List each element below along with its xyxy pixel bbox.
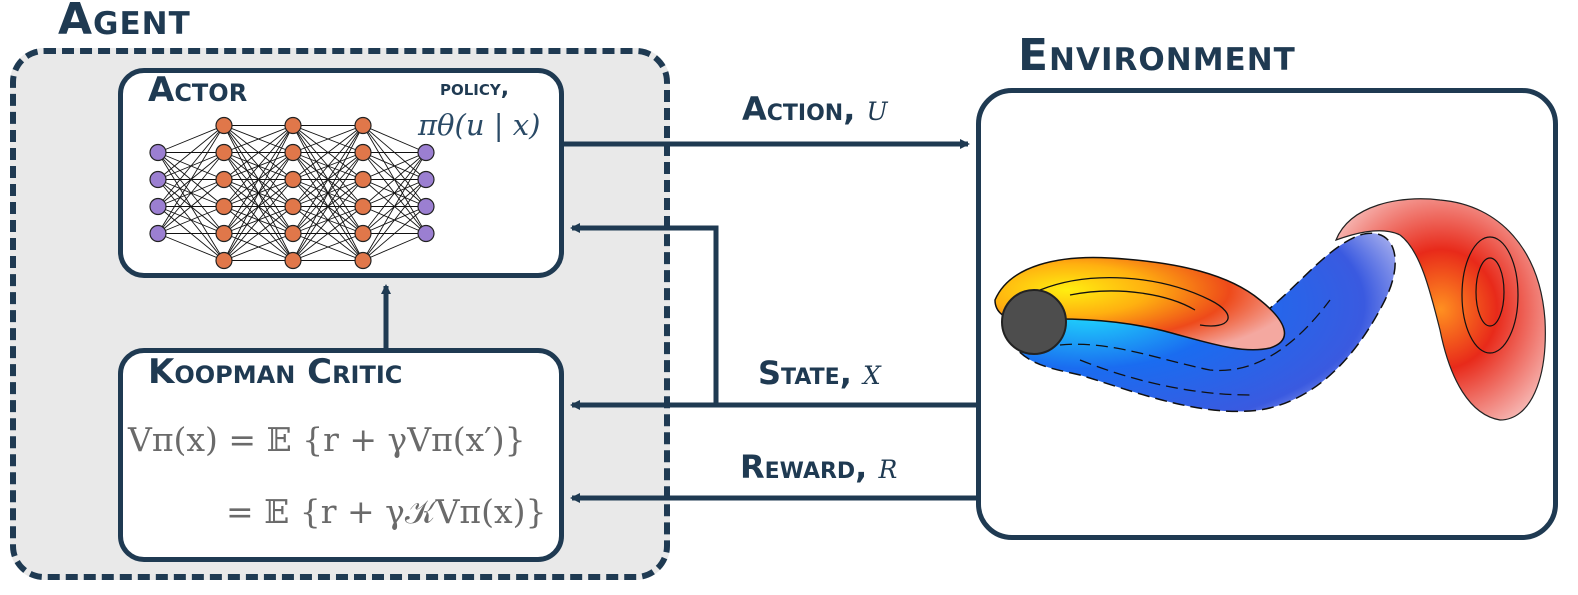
hidden-neuron xyxy=(354,143,372,162)
io-neuron xyxy=(417,143,435,162)
io-neuron xyxy=(149,197,167,216)
reward-label-text: Reward, xyxy=(740,448,868,486)
hidden-neuron xyxy=(284,224,302,243)
network-connection xyxy=(223,152,294,261)
network-connection xyxy=(157,233,225,261)
network-connection xyxy=(292,206,364,261)
hidden-neuron xyxy=(354,224,372,243)
hidden-neuron xyxy=(354,170,372,189)
network-connection xyxy=(223,125,294,261)
agent-title: Agent xyxy=(58,0,191,45)
hidden-neuron xyxy=(284,143,302,162)
bellman-equation-line1: Vπ(x) = 𝔼 {r + γVπ(x′)} xyxy=(128,420,526,459)
network-connection xyxy=(157,125,225,153)
hidden-neuron xyxy=(284,116,302,135)
action-label-text: Action, xyxy=(742,90,856,128)
hidden-neuron xyxy=(215,170,233,189)
action-edge-label: Action, u xyxy=(742,88,888,129)
network-connection xyxy=(157,179,225,234)
reward-edge-label: Reward, r xyxy=(740,446,897,487)
network-edges xyxy=(157,125,427,261)
network-connection xyxy=(292,179,364,261)
network-connection xyxy=(292,125,364,234)
reward-variable: r xyxy=(878,446,898,487)
state-label-text: State, xyxy=(758,354,852,392)
network-connection xyxy=(292,152,364,261)
network-connection xyxy=(223,179,294,261)
network-connection xyxy=(157,125,225,207)
critic-title: Koopman Critic xyxy=(148,352,403,392)
network-connection xyxy=(362,152,427,180)
io-neuron xyxy=(149,170,167,189)
bellman-equation-line2: = 𝔼 {r + γ𝒦Vπ(x)} xyxy=(226,492,547,531)
network-connection xyxy=(292,125,364,153)
state-edge-label: State, x xyxy=(758,352,881,393)
actor-title: Actor xyxy=(148,70,248,110)
hidden-neuron xyxy=(215,251,233,270)
network-connection xyxy=(362,152,427,234)
hidden-neuron xyxy=(354,251,372,270)
hidden-neuron xyxy=(215,116,233,135)
hidden-neuron xyxy=(215,224,233,243)
state-arrow-to-actor xyxy=(570,223,719,405)
hidden-neuron xyxy=(215,143,233,162)
vortex-wake-illustration xyxy=(994,198,1546,421)
hidden-neuron xyxy=(354,116,372,135)
network-connection xyxy=(157,125,225,180)
network-connection xyxy=(362,233,427,261)
network-connection xyxy=(292,233,364,261)
network-connection xyxy=(362,206,427,261)
network-connection xyxy=(157,206,225,234)
network-connection xyxy=(362,125,427,153)
network-nodes xyxy=(149,116,435,270)
io-neuron xyxy=(417,224,435,243)
network-connection xyxy=(223,125,294,153)
policy-formula: πθ(u | x) xyxy=(418,108,541,142)
network-connection xyxy=(362,179,427,261)
hidden-neuron xyxy=(354,197,372,216)
policy-label: policy, xyxy=(440,76,510,101)
network-connection xyxy=(292,125,364,207)
environment-title: Environment xyxy=(1018,30,1296,81)
io-neuron xyxy=(149,224,167,243)
hidden-neuron xyxy=(215,197,233,216)
network-connection xyxy=(223,233,294,261)
io-neuron xyxy=(149,143,167,162)
network-connection xyxy=(362,152,427,261)
network-connection xyxy=(157,152,225,234)
network-connection xyxy=(223,125,294,180)
network-connection xyxy=(292,125,364,180)
hidden-neuron xyxy=(284,251,302,270)
action-variable: u xyxy=(866,88,888,129)
io-neuron xyxy=(417,197,435,216)
state-variable: x xyxy=(863,352,881,393)
network-connection xyxy=(223,125,294,207)
critic-box xyxy=(118,348,564,562)
network-connection xyxy=(223,125,294,234)
hidden-neuron xyxy=(284,197,302,216)
network-connection xyxy=(223,206,294,261)
network-connection xyxy=(157,125,225,234)
hidden-neuron xyxy=(284,170,302,189)
network-connection xyxy=(362,152,427,207)
network-connection xyxy=(292,125,364,261)
cylinder-body xyxy=(1001,289,1067,355)
io-neuron xyxy=(417,170,435,189)
